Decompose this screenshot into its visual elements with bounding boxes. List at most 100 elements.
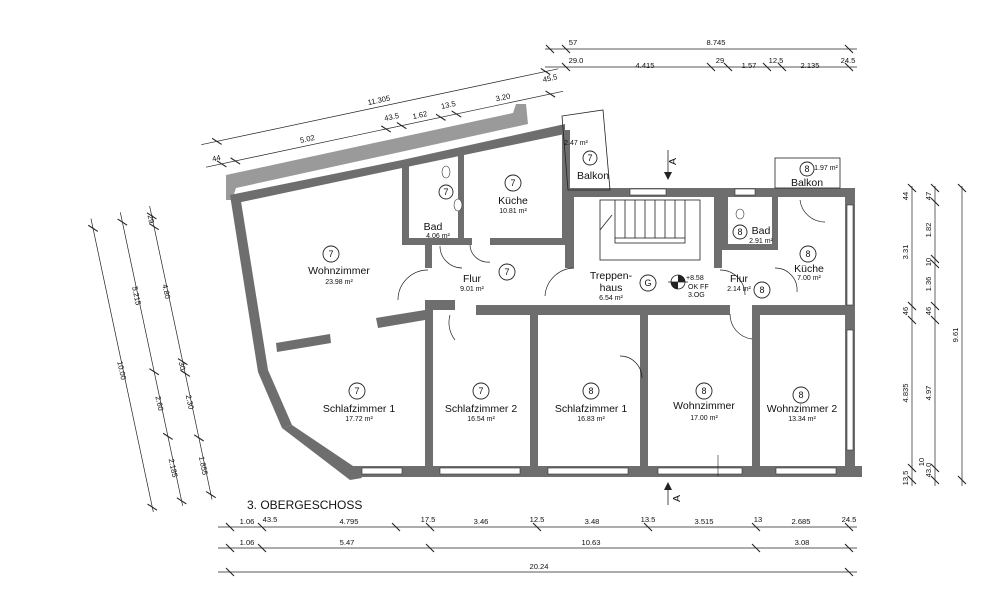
svg-text:7: 7	[510, 178, 515, 188]
outer-wall-corner	[282, 425, 362, 480]
dims-top-left: 11.305 45.5 44 5.02 43.5 1.62 13.5 3.20	[201, 67, 564, 168]
svg-text:7: 7	[478, 386, 483, 396]
room-area: 4.06 m²	[426, 233, 450, 240]
svg-text:7: 7	[504, 267, 509, 277]
room-name: Flur	[463, 273, 482, 285]
sanitary-fixtures	[441, 165, 745, 220]
dims-left: 10.00 5.215 2.60 2.185 29 4.80 30 2.30 1…	[87, 206, 217, 513]
svg-text:1.06: 1.06	[240, 517, 255, 526]
dims-right: 44 3.31 46 4.835 13.5 47 1.82 10 1.36 46…	[901, 183, 967, 486]
svg-text:57: 57	[569, 38, 577, 47]
svg-text:3.31: 3.31	[901, 245, 910, 260]
doors	[397, 199, 826, 379]
svg-text:20.24: 20.24	[529, 562, 548, 571]
room-name: Schlafzimmer 1	[323, 403, 396, 415]
wall-corridor-bottom	[476, 305, 730, 315]
svg-text:2.30: 2.30	[184, 394, 196, 410]
room-name: Wohnzimmer	[673, 400, 735, 412]
room-name: Küche	[794, 263, 824, 275]
svg-text:43.5: 43.5	[263, 515, 278, 524]
floor-label: 3. OBERGESCHOSS	[247, 498, 362, 512]
wall-bath8-bottom	[722, 244, 778, 250]
svg-text:7: 7	[443, 187, 448, 197]
dims-top-right: 57 8.745 29.0 4.415 29 1.57 12.5 2.135 2…	[545, 38, 857, 72]
svg-text:7: 7	[587, 153, 592, 163]
wall-kitchen7-right	[562, 130, 570, 245]
wall-kitchen8-bottom	[778, 305, 848, 311]
door-bath7	[439, 245, 463, 269]
room-area: 2.14 m²	[727, 286, 751, 293]
wall-divider-1	[425, 310, 433, 470]
unit-badge: 8	[582, 382, 600, 400]
svg-text:12.5: 12.5	[769, 56, 784, 65]
unit-badge: 8	[753, 281, 771, 299]
outer-wall-left	[230, 195, 292, 428]
svg-text:7: 7	[354, 386, 359, 396]
wall-bath7-right	[458, 155, 464, 245]
room-area: 6.54 m²	[599, 295, 623, 302]
room-area: 10.81 m²	[499, 208, 527, 215]
svg-text:2.685: 2.685	[791, 517, 810, 526]
svg-text:1.36: 1.36	[924, 277, 933, 292]
svg-text:4.835: 4.835	[901, 383, 910, 402]
door-stair-right	[719, 269, 746, 296]
door-wz8	[619, 355, 643, 379]
svg-text:47: 47	[924, 192, 933, 200]
windows	[361, 188, 854, 475]
door-kitchen8	[774, 267, 798, 293]
svg-text:8: 8	[701, 386, 706, 396]
unit-badge: G	[639, 274, 657, 292]
room-area: 1.97 m²	[814, 165, 838, 172]
room-name: Treppen-	[590, 270, 633, 282]
svg-text:44: 44	[211, 153, 221, 164]
room-area: 2.47 m²	[564, 140, 588, 147]
svg-text:30: 30	[177, 361, 188, 371]
unit-badge: 8	[799, 161, 815, 177]
svg-text:8: 8	[759, 285, 764, 295]
room-name: Schlafzimmer 1	[555, 403, 628, 415]
room-area: 16.83 m²	[577, 416, 605, 423]
staircase	[599, 199, 701, 261]
section-label: A	[667, 158, 679, 165]
window-bottom-2	[439, 467, 521, 475]
svg-text:24.5: 24.5	[842, 515, 857, 524]
wall-stair-right	[714, 188, 722, 268]
section-marker-bottom: A	[664, 482, 683, 505]
svg-text:43.5: 43.5	[383, 111, 399, 123]
svg-text:2.135: 2.135	[800, 61, 819, 70]
room-name: Balkon	[791, 177, 823, 189]
svg-text:29: 29	[146, 214, 157, 224]
unit-badge: 7	[472, 382, 490, 400]
unit-badge: 7	[348, 382, 366, 400]
room-area: 23.98 m²	[325, 279, 353, 286]
parapet-wall-top-left	[226, 104, 528, 200]
window-bottom-3	[547, 467, 629, 475]
unit-badge: 8	[792, 386, 810, 404]
window-right-2	[846, 329, 854, 451]
svg-text:46: 46	[901, 307, 910, 315]
room-area: 13.34 m²	[788, 416, 816, 423]
outer-wall-top-mid	[402, 124, 565, 168]
svg-text:8: 8	[798, 390, 803, 400]
svg-text:3.08: 3.08	[795, 538, 810, 547]
svg-text:17.5: 17.5	[421, 515, 436, 524]
svg-text:1.82: 1.82	[924, 223, 933, 238]
svg-text:13: 13	[754, 515, 762, 524]
svg-text:29: 29	[716, 56, 724, 65]
room-name: Flur	[730, 273, 749, 285]
svg-text:8: 8	[804, 164, 809, 174]
outer-wall-top-right	[565, 188, 855, 197]
unit-badge: 7	[438, 184, 454, 200]
svg-text:10: 10	[917, 458, 926, 466]
window-bottom-5	[775, 467, 837, 475]
svg-text:13.5: 13.5	[901, 471, 910, 486]
unit-badge: 8	[732, 224, 748, 240]
svg-text:46: 46	[924, 307, 933, 315]
level-line2: 3.OG	[688, 292, 705, 299]
wall-divider-3	[640, 310, 648, 470]
room-area: 17.72 m²	[345, 416, 373, 423]
unit-badge: 7	[322, 245, 340, 263]
svg-text:4.415: 4.415	[635, 61, 654, 70]
window-top-stair	[629, 188, 667, 196]
unit-badge: 7	[498, 263, 516, 281]
